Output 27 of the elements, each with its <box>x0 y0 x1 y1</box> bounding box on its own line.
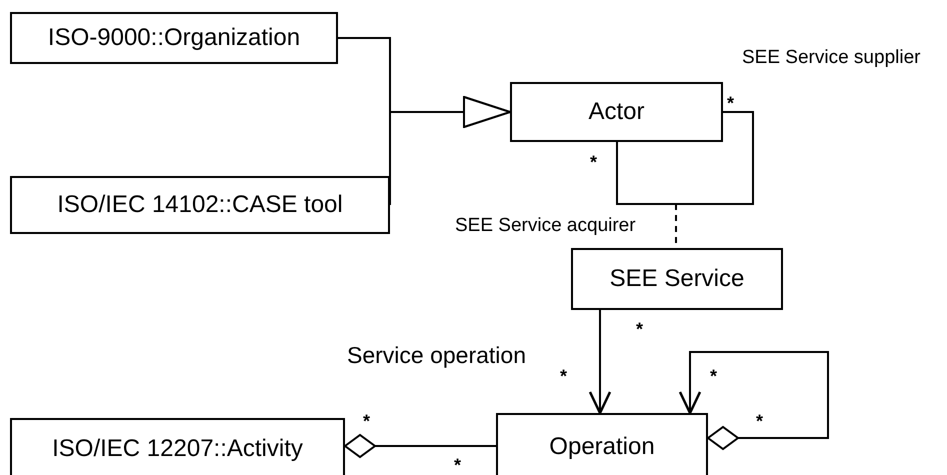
connector <box>616 111 754 205</box>
class-name: ISO-9000::Organization <box>48 26 300 50</box>
multiplicity: * <box>454 456 462 474</box>
class-box <box>496 413 708 475</box>
connector <box>344 434 496 458</box>
class-box <box>510 82 723 142</box>
class-box <box>10 176 390 234</box>
multiplicity: * <box>560 367 568 385</box>
class-name: Actor <box>588 100 644 124</box>
connector <box>678 351 829 450</box>
role-name: Service operation <box>347 344 526 367</box>
multiplicity: * <box>590 153 598 171</box>
class-box <box>10 418 345 475</box>
class-name: SEE Service <box>610 267 744 291</box>
class-name: ISO/IEC 14102::CASE tool <box>57 193 343 217</box>
class-box <box>10 12 338 64</box>
class-name: Operation <box>549 435 655 459</box>
role-name: SEE Service supplier <box>742 48 920 67</box>
multiplicity: * <box>756 412 764 430</box>
multiplicity: * <box>363 412 370 430</box>
multiplicity: * <box>727 94 734 112</box>
multiplicity: * <box>636 320 644 338</box>
class-box <box>571 248 783 310</box>
connector <box>588 310 612 414</box>
multiplicity: * <box>710 367 718 385</box>
role-name: SEE Service acquirer <box>455 216 636 235</box>
class-name: ISO/IEC 12207::Activity <box>52 437 303 461</box>
